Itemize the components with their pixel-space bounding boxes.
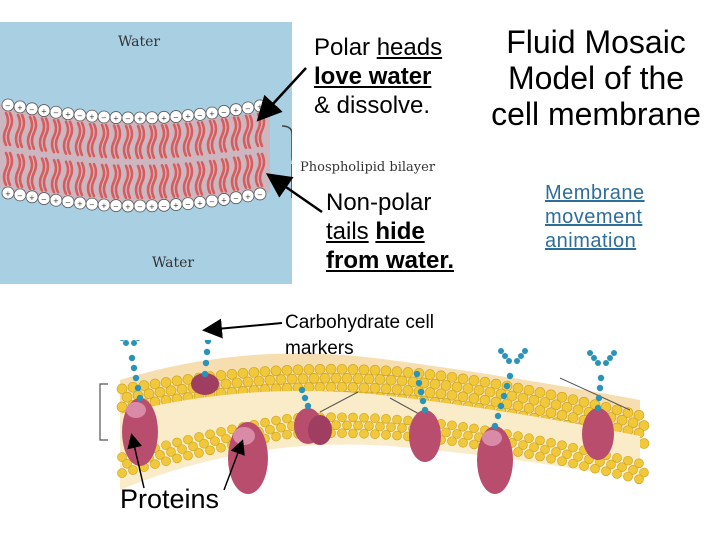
carbohydrate-arrow [202,318,283,339]
title-line-3: cell membrane [491,96,701,132]
svg-text:+: + [5,190,11,198]
svg-text:+: + [17,104,23,112]
svg-text:−: − [137,203,143,211]
polar-heads-bottom: +−+−+−+−+−+−+−+−+−+−+− [1,186,267,213]
svg-text:+: + [113,115,119,123]
peripheral-protein [191,373,219,395]
title-line-2: Model of the [507,60,685,96]
svg-text:+: + [101,202,107,210]
svg-text:−: − [257,191,263,199]
svg-text:+: + [161,114,167,122]
svg-text:−: − [65,199,71,207]
svg-text:−: − [41,196,47,204]
hide-word: hide [375,218,425,245]
from-water-text: from water. [326,247,455,274]
phospholipid-bilayer-label: Phospholipid bilayer [300,160,460,175]
integral-protein [294,408,332,445]
svg-text:−: − [77,112,83,120]
hydrophobic-tails [2,111,266,200]
nonpolar-text: Non-polar [326,189,432,216]
svg-text:−: − [149,115,155,123]
page-title: Fluid Mosaic Model of the cell membrane [478,24,714,132]
title-line-1: Fluid Mosaic [506,24,686,60]
heads-word: heads [376,34,443,61]
dissolve-text: & dissolve. [314,92,431,119]
svg-text:+: + [29,194,35,202]
integral-protein [477,426,513,494]
svg-text:+: + [185,113,191,121]
polar-word: Polar [314,34,371,61]
svg-text:−: − [101,114,107,122]
carbohydrate-markers-label: Carbohydrate cell markers [285,310,434,362]
svg-text:+: + [41,108,47,116]
svg-text:−: − [245,105,251,113]
svg-text:+: + [233,107,239,115]
svg-text:−: − [89,201,95,209]
svg-text:−: − [173,114,179,122]
svg-text:−: − [209,198,215,206]
integral-protein [409,410,441,462]
svg-text:+: + [221,196,227,204]
svg-text:−: − [53,109,59,117]
polar-heads-label: Polar heads love water & dissolve. [314,33,442,120]
svg-text:−: − [233,195,239,203]
membrane-animation-link[interactable]: Membrane movement animation [545,181,645,253]
membrane-lipid-heads-top [116,363,650,449]
svg-text:+: + [209,110,215,118]
svg-text:−: − [5,102,11,110]
link-line-1[interactable]: Membrane [545,182,645,204]
integral-protein [582,408,614,460]
svg-text:−: − [221,108,227,116]
svg-text:+: + [137,115,143,123]
water-top-label: Water [118,34,160,50]
link-line-3[interactable]: animation [545,230,637,252]
nonpolar-tails-label: Non-polar tails hide from water. [326,188,454,275]
carbohydrate-chains [119,340,617,430]
svg-text:+: + [245,193,251,201]
tails-word: tails [326,218,369,245]
proteins-label: Proteins [120,484,220,514]
integral-protein [228,422,268,494]
svg-text:−: − [197,111,203,119]
svg-text:+: + [173,202,179,210]
svg-text:+: + [257,103,263,111]
phospholipid-bilayer-image: −+−+−+−+−+−+−+−+−+−+−+ +−+−+−+−+−+−+−+−+… [0,22,292,284]
svg-text:−: − [17,192,23,200]
link-line-2[interactable]: movement [545,206,643,228]
svg-text:−: − [125,115,131,123]
svg-text:+: + [77,200,83,208]
svg-text:−: − [29,106,35,114]
svg-text:+: + [53,197,59,205]
svg-text:+: + [89,113,95,121]
svg-text:−: − [161,202,167,210]
svg-text:−: − [185,201,191,209]
svg-text:+: + [197,199,203,207]
svg-text:+: + [149,203,155,211]
water-bottom-label: Water [152,255,194,271]
svg-text:+: + [65,111,71,119]
integral-protein [122,398,158,466]
svg-text:+: + [125,203,131,211]
love-water-text: love water [314,63,432,90]
svg-text:−: − [113,203,119,211]
carbohydrate-line-2: markers [285,338,354,359]
carbohydrate-line-1: Carbohydrate cell [285,312,434,333]
